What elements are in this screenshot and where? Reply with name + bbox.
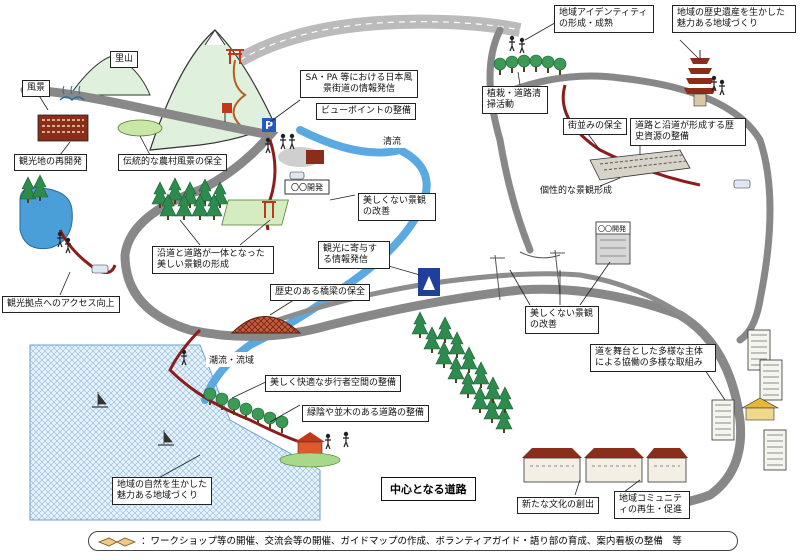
- local-road-3: [561, 84, 701, 187]
- house-icon: [295, 432, 325, 457]
- car-2: [733, 179, 751, 189]
- sailboat-icon: [92, 392, 108, 408]
- label-choryu: 潮流・流域: [206, 352, 258, 367]
- label-rekishi-shigen: 道路と沿道が形成する歴史資源の整備: [630, 118, 746, 146]
- billboard-1: 〇〇開発: [291, 183, 323, 192]
- billboard-1-frame: [284, 179, 330, 195]
- callout-lines: [37, 19, 726, 496]
- viewpoint-sign-icon: [222, 103, 232, 113]
- central-road-label: 中心となる道路: [381, 477, 476, 501]
- label-identity: 地域アイデンティティの形成・成熟: [554, 5, 654, 33]
- billboard-2-frame: [595, 221, 631, 235]
- label-rekishi-isan: 地域の歴史遺産を生かした魅力ある地域づくり: [672, 5, 796, 33]
- label-shizen-chiiki: 地域の自然を生かした魅力ある地域づくり: [112, 477, 212, 505]
- label-dento-noson: 伝統的な農村風景の保全: [118, 154, 228, 171]
- label-kankouchi: 観光地の再開発: [14, 154, 88, 171]
- svg-text:P: P: [265, 119, 273, 132]
- historic-bridge: [230, 316, 302, 334]
- historic-townscape: [589, 149, 691, 181]
- main-road-west: [20, 85, 746, 511]
- billboard-2: 〇〇開発: [598, 225, 626, 233]
- main-road-loop: [486, 26, 774, 344]
- hotel-building: [37, 114, 89, 142]
- label-kanko-joho: 観光に寄与する情報発信: [318, 241, 390, 269]
- label-satoyama: 里山: [110, 51, 139, 68]
- label-seiryu: 清流: [380, 133, 405, 148]
- label-koseiteki: 個性的な景観形成: [540, 186, 613, 196]
- footer-text: ：ワークショップ等の開催、交流会等の開催、ガイドマップの作成、ボランティアガイド…: [141, 536, 682, 547]
- label-rekishi-kyoryo: 歴史のある橋梁の保全: [270, 284, 371, 301]
- sea-area: [29, 344, 321, 521]
- label-bunka: 新たな文化の創出: [517, 497, 600, 514]
- label-tayo-shutai: 道を舞台とした多様な主体による協働の多様な取組み: [590, 344, 716, 372]
- label-utsukushiku-nai-1: 美しくない景観の改善: [358, 193, 436, 221]
- city-buildings: [711, 329, 787, 471]
- farm-field: [117, 119, 163, 137]
- power-line: [490, 249, 565, 301]
- viewpoint-board: [306, 150, 324, 164]
- car-3: [289, 171, 305, 180]
- torii-roadside: [262, 201, 276, 218]
- onsen-icon: [59, 85, 85, 102]
- information-icon: [418, 268, 440, 296]
- car: [91, 264, 109, 274]
- label-access: 観光拠点へのアクセス向上: [2, 296, 120, 313]
- label-ryokuin: 緑陰や並木のある道路の整備: [302, 405, 430, 422]
- sailboat-icon-2: [158, 430, 174, 446]
- label-hokosha: 美しく快適な歩行者空間の整備: [265, 375, 402, 392]
- label-sa-pa: SA・PA 等における日本風景街道の情報発信: [300, 70, 418, 98]
- pagoda-icon: [684, 50, 716, 107]
- parking-icon: [262, 118, 276, 132]
- label-machinami: 街並みの保全: [563, 118, 628, 135]
- handshake-icon: [97, 537, 137, 547]
- label-shokusai: 植栽・道路清掃活動: [482, 86, 548, 114]
- label-endo-ittai: 沿道と道路が一体となった美しい景観の形成: [152, 246, 274, 274]
- label-viewpoint: ビューポイントの整備: [316, 103, 417, 120]
- label-fuukei: 風景: [22, 80, 51, 97]
- footer-legend: ：ワークショップ等の開催、交流会等の開催、ガイドマップの作成、ボランティアガイド…: [88, 531, 738, 551]
- central-road: [249, 271, 692, 333]
- roadside-field: [221, 199, 289, 226]
- torii-icon: [226, 49, 244, 64]
- street-trees-north: [493, 54, 567, 76]
- community-hall: [522, 448, 688, 483]
- label-community: 地域コミュニティの再生・促進: [614, 491, 690, 519]
- festival-stall: [740, 397, 780, 421]
- label-utsukushiku-nai-2: 美しくない景観の改善: [525, 306, 599, 334]
